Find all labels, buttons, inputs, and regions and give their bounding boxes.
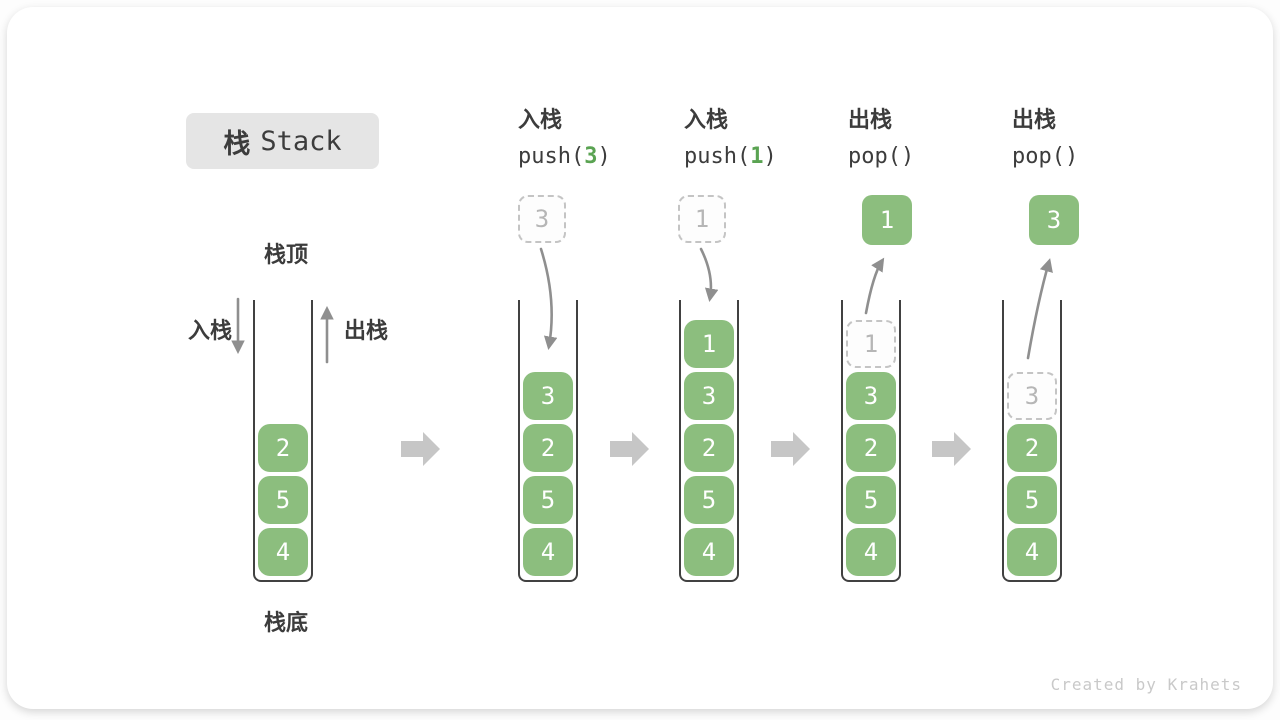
op-header-pop2: 出栈 pop() bbox=[1012, 110, 1078, 168]
op-arg: 3 bbox=[584, 144, 598, 169]
stack-cell: 4 bbox=[523, 528, 573, 576]
op-arg: 1 bbox=[750, 144, 764, 169]
stack-cell: 5 bbox=[1007, 476, 1057, 524]
stack-cell: 2 bbox=[1007, 424, 1057, 472]
stack-cell: 1 bbox=[684, 320, 734, 368]
stack-top-label: 栈顶 bbox=[263, 243, 308, 268]
stack-cell: 4 bbox=[1007, 528, 1057, 576]
pop-side-label: 出栈 bbox=[344, 319, 389, 344]
op-code: pop() bbox=[1012, 144, 1079, 169]
stack-cell: 5 bbox=[684, 476, 734, 524]
ghost-cell: 3 bbox=[1007, 372, 1057, 420]
stack-cell: 4 bbox=[258, 528, 308, 576]
stack-cell: 3 bbox=[846, 372, 896, 420]
incoming-value-box: 1 bbox=[678, 195, 726, 243]
stack-cell: 2 bbox=[258, 424, 308, 472]
stack-cell: 2 bbox=[523, 424, 573, 472]
op-header-push3: 入栈 push(3) bbox=[518, 110, 611, 168]
op-name: 入栈 bbox=[518, 108, 563, 133]
op-header-pop1: 出栈 pop() bbox=[848, 110, 914, 168]
step-arrow-icon bbox=[932, 432, 971, 466]
op-code: push(3) bbox=[518, 144, 611, 169]
op-code: push(1) bbox=[684, 144, 777, 169]
stack-cell: 2 bbox=[846, 424, 896, 472]
push1-curve-arrow-icon bbox=[699, 247, 719, 302]
incoming-value-box: 3 bbox=[518, 195, 566, 243]
stack-cell: 4 bbox=[846, 528, 896, 576]
push-side-label: 入栈 bbox=[188, 319, 233, 344]
title-badge: 栈 Stack bbox=[186, 113, 379, 169]
stack-bottom-label: 栈底 bbox=[263, 611, 308, 636]
watermark: Created by Krahets bbox=[1050, 675, 1242, 694]
op-name: 入栈 bbox=[684, 108, 729, 133]
stack-cell: 2 bbox=[684, 424, 734, 472]
step-arrow-icon bbox=[610, 432, 649, 466]
title-zh: 栈 bbox=[223, 128, 251, 160]
stack-cell: 3 bbox=[684, 372, 734, 420]
op-code: pop() bbox=[848, 144, 915, 169]
step-arrow-icon bbox=[401, 432, 440, 466]
stack-cell: 3 bbox=[523, 372, 573, 420]
stack-cell: 5 bbox=[258, 476, 308, 524]
stack-cell: 4 bbox=[684, 528, 734, 576]
op-name: 出栈 bbox=[848, 108, 893, 133]
title-en: Stack bbox=[260, 125, 342, 157]
op-header-push1: 入栈 push(1) bbox=[684, 110, 777, 168]
stack-cell: 5 bbox=[846, 476, 896, 524]
popped-value-box: 1 bbox=[862, 195, 912, 245]
stack-cell: 5 bbox=[523, 476, 573, 524]
step-arrow-icon bbox=[771, 432, 810, 466]
op-name: 出栈 bbox=[1012, 108, 1057, 133]
ghost-cell: 1 bbox=[846, 320, 896, 368]
popped-value-box: 3 bbox=[1029, 195, 1079, 245]
